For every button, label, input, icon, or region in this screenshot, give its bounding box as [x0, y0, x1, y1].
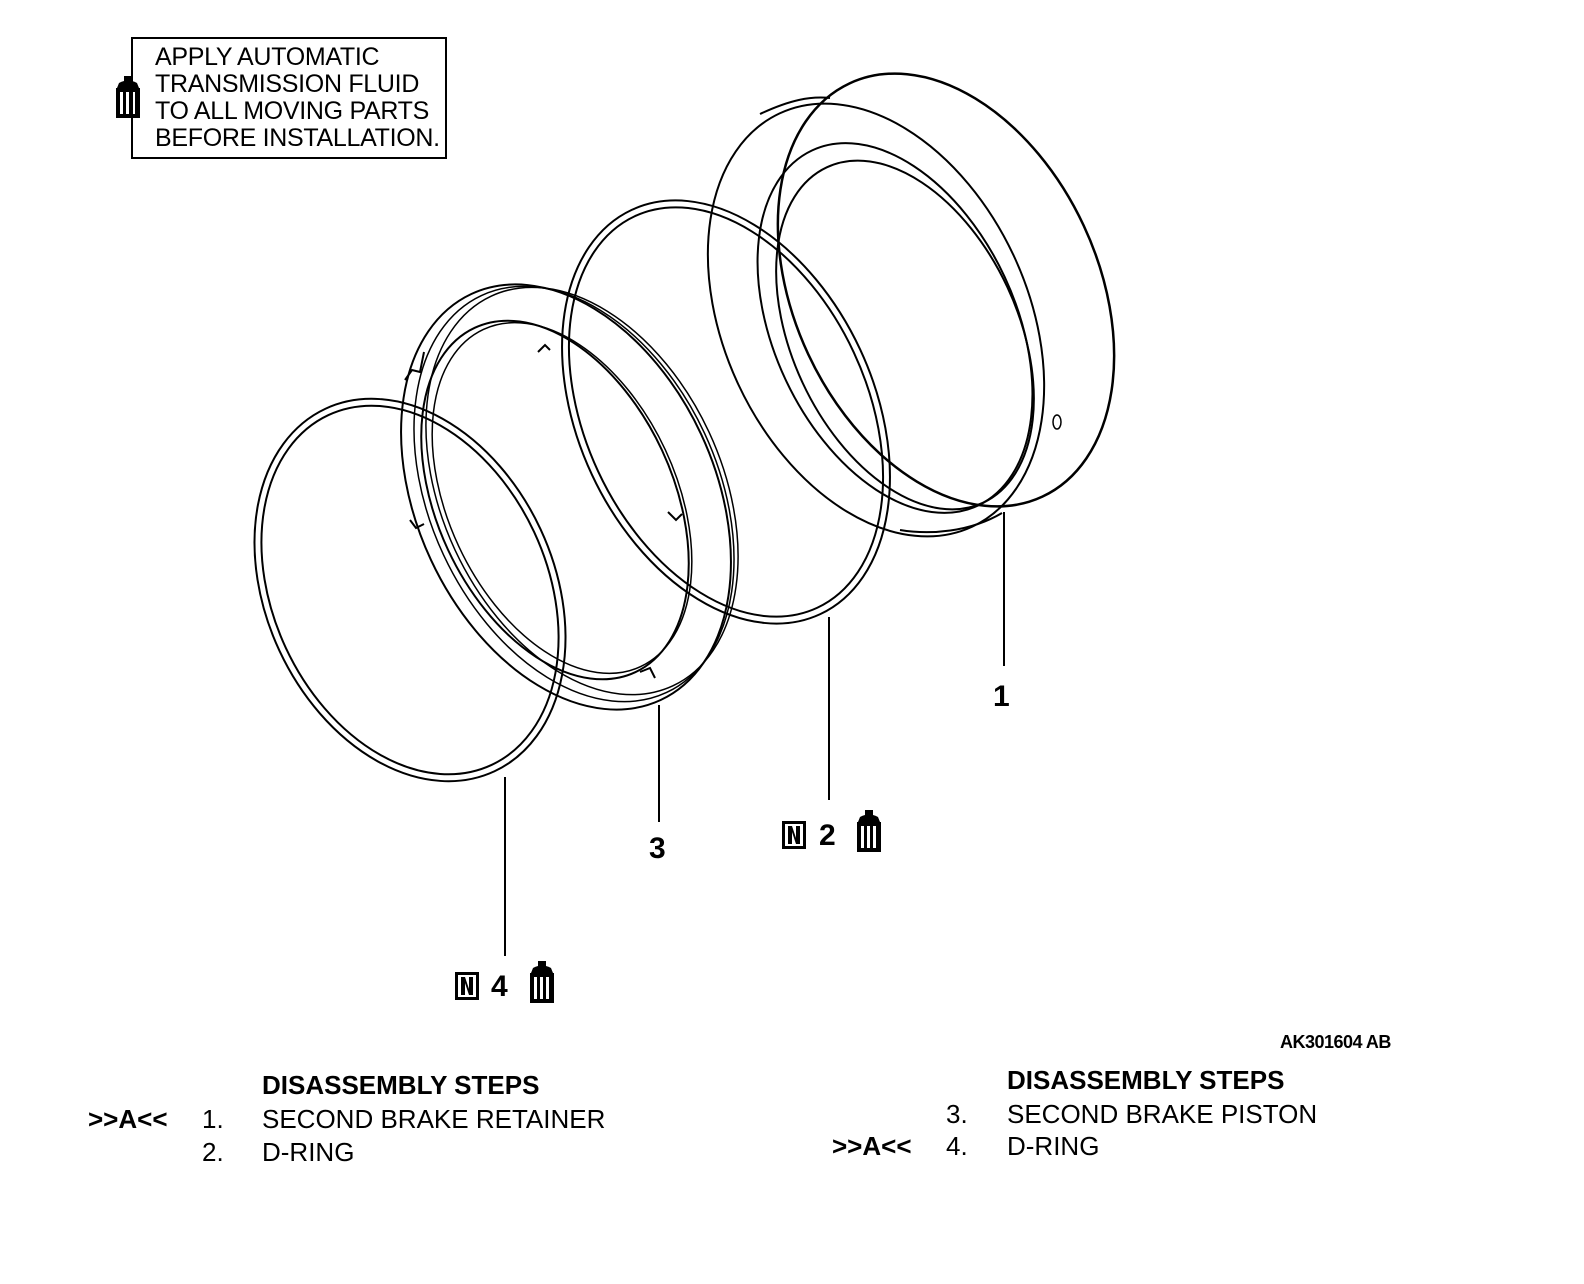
part-2-new-part-icon — [782, 821, 806, 849]
step-3-number: 3. — [946, 1099, 968, 1129]
step-2-number: 2. — [202, 1137, 224, 1167]
callout-1: 1 — [993, 680, 1010, 713]
step-1-label: SECOND BRAKE RETAINER — [262, 1104, 606, 1134]
note-line-2: TRANSMISSION FLUID — [155, 70, 420, 98]
step-3-label: SECOND BRAKE PISTON — [1007, 1099, 1318, 1129]
step-4-label: D-RING — [1007, 1131, 1100, 1161]
figure-id: AK301604 AB — [1280, 1032, 1391, 1052]
steps-right-title: DISASSEMBLY STEPS — [1007, 1065, 1285, 1095]
step-1-ref: >>A<< — [88, 1104, 168, 1134]
second-brake-piston-part-3 — [400, 283, 739, 711]
note-line-4: BEFORE INSTALLATION. — [155, 124, 440, 152]
callout-2: 2 — [819, 819, 836, 852]
note-line-1: APPLY AUTOMATIC — [155, 43, 380, 71]
part-4-fluid-bottle-icon — [530, 961, 554, 1003]
step-4-number: 4. — [946, 1131, 968, 1161]
step-4-ref: >>A<< — [832, 1131, 912, 1161]
part-2-fluid-bottle-icon — [857, 810, 881, 852]
d-ring-part-2 — [561, 199, 891, 625]
step-1-number: 1. — [202, 1104, 224, 1134]
second-brake-retainer-part-1 — [706, 72, 1116, 538]
callout-4: 4 — [491, 970, 508, 1003]
leader-lines — [504, 512, 1005, 956]
step-2-label: D-RING — [262, 1137, 355, 1167]
part-4-new-part-icon — [455, 972, 479, 1000]
fluid-note-box: APPLY AUTOMATIC TRANSMISSION FLUID TO AL… — [131, 37, 447, 159]
callout-3: 3 — [649, 832, 666, 865]
note-line-3: TO ALL MOVING PARTS — [155, 97, 430, 125]
d-ring-part-4 — [253, 397, 567, 783]
steps-left-title: DISASSEMBLY STEPS — [262, 1070, 540, 1100]
